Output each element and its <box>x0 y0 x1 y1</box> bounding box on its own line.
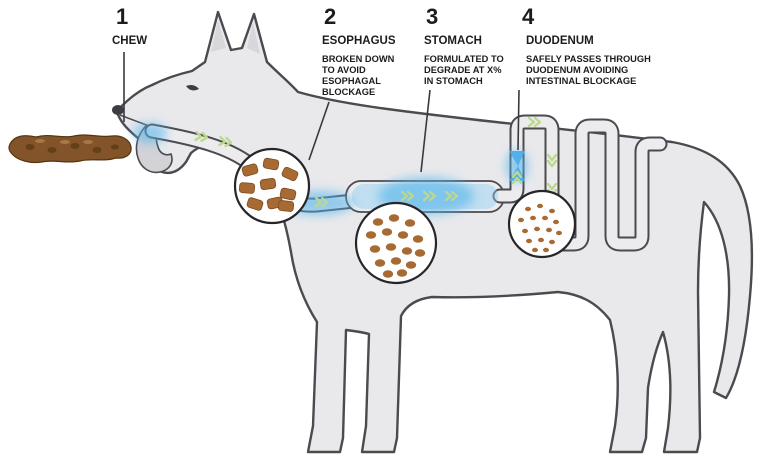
ear-inner-right <box>247 22 260 54</box>
step-description-line: FORMULATED TO <box>424 54 504 64</box>
duodenum-detail-circle <box>507 189 577 259</box>
step-description-line: IN STOMACH <box>424 76 483 86</box>
ear-inner-left <box>211 20 226 52</box>
step-1-label: 1 CHEW <box>112 4 147 122</box>
particle <box>537 203 543 209</box>
particle <box>534 226 540 232</box>
step-3-label: 3 STOMACH FORMULATED TO DEGRADE AT X% IN… <box>420 4 504 173</box>
step-title: STOMACH <box>424 35 482 47</box>
particle <box>241 163 259 177</box>
particle <box>246 197 264 211</box>
stick-texture <box>111 144 119 150</box>
particle <box>381 228 393 236</box>
particle <box>369 245 381 253</box>
step-description-line: BROKEN DOWN <box>322 54 395 64</box>
particle <box>543 247 549 253</box>
stick-texture <box>25 144 35 150</box>
step-number: 4 <box>522 4 535 29</box>
step-description-line: DUODENUM AVOIDING <box>526 65 628 75</box>
esophagus-detail-circle <box>233 147 311 225</box>
stick-texture <box>47 147 57 153</box>
chew-stick <box>8 134 132 164</box>
particle <box>385 243 397 251</box>
step-number: 3 <box>426 4 438 29</box>
particle <box>556 230 562 236</box>
particle <box>397 231 409 239</box>
esophagus-particles <box>238 157 299 212</box>
particle <box>518 217 524 223</box>
particle <box>396 269 408 277</box>
intestine-tube <box>494 116 666 250</box>
particle <box>522 228 528 234</box>
step-title: DUODENUM <box>526 35 594 47</box>
stick-texture <box>60 140 70 144</box>
particle <box>388 214 400 222</box>
particle <box>365 231 377 239</box>
particle <box>414 249 426 257</box>
magnifier-circle <box>507 189 577 259</box>
particle <box>412 235 424 243</box>
step-description-line: TO AVOID <box>322 65 366 75</box>
particle <box>382 270 394 278</box>
particle <box>549 239 555 245</box>
particle <box>259 177 277 191</box>
eye <box>186 85 199 91</box>
particle <box>279 187 297 201</box>
particle <box>526 238 532 244</box>
step-number: 2 <box>324 4 336 29</box>
particle <box>390 257 402 265</box>
particle <box>546 227 552 233</box>
step-description-line: SAFELY PASSES THROUGH <box>526 54 651 64</box>
particle <box>404 219 416 227</box>
step-number: 1 <box>116 4 128 29</box>
step-description-line: ESOPHAGAL <box>322 76 381 86</box>
particle <box>542 215 548 221</box>
duodenum-particles <box>518 203 562 253</box>
pointer-line <box>517 89 520 151</box>
step-description-line: BLOCKAGE <box>322 87 375 97</box>
particle <box>277 200 295 212</box>
particle <box>405 261 417 269</box>
step-description-line: DEGRADE AT X% <box>424 65 502 75</box>
stomach-detail-circle <box>354 201 438 285</box>
particle <box>401 247 413 255</box>
particle <box>262 157 280 171</box>
stick-texture <box>70 143 80 149</box>
particle <box>538 237 544 243</box>
particle <box>525 206 531 212</box>
stomach-particles <box>365 214 426 278</box>
particle <box>372 218 384 226</box>
step-4-label: 4 DUODENUM SAFELY PASSES THROUGH DUODENU… <box>517 4 651 151</box>
particle <box>281 166 299 182</box>
stick-texture <box>83 140 93 144</box>
pointer-line <box>308 101 330 161</box>
particle <box>532 247 538 253</box>
particle <box>238 182 256 194</box>
particle <box>530 215 536 221</box>
pointer-line <box>420 89 431 173</box>
step-title: CHEW <box>112 35 147 47</box>
mouth-glow <box>133 123 167 143</box>
particle <box>553 219 559 225</box>
particle <box>374 259 386 267</box>
step-description-line: INTESTINAL BLOCKAGE <box>526 76 636 86</box>
particle <box>549 208 555 214</box>
stick-texture <box>92 147 102 153</box>
stick-texture <box>35 139 45 143</box>
nose <box>112 105 124 115</box>
duodenum-glow <box>506 150 528 182</box>
step-2-label: 2 ESOPHAGUS BROKEN DOWN TO AVOID ESOPHAG… <box>308 4 396 161</box>
step-title: ESOPHAGUS <box>322 35 396 47</box>
